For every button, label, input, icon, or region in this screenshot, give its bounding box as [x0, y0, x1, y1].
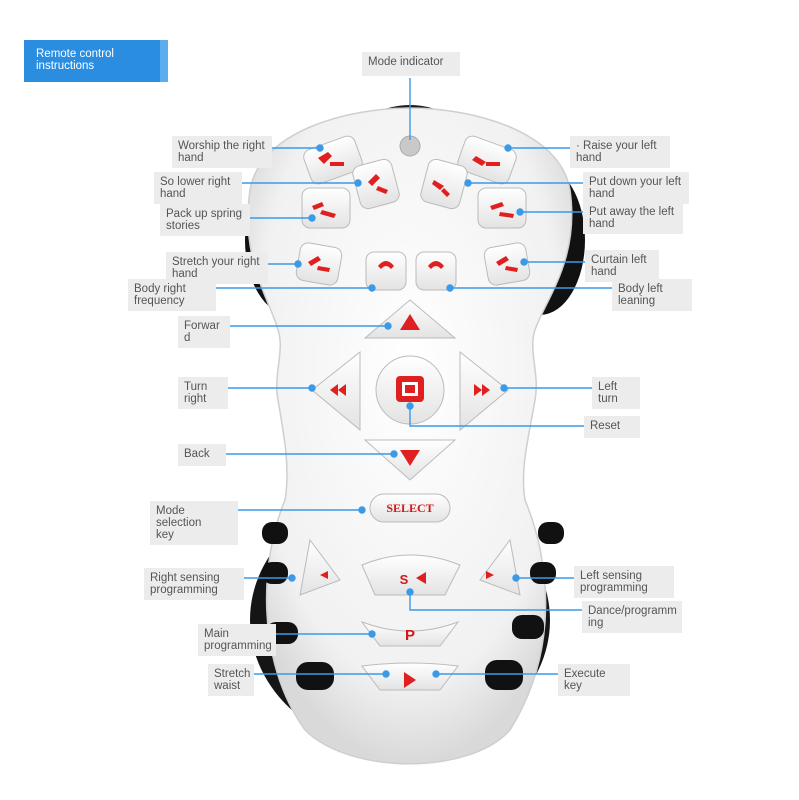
dpad-glyphs	[330, 314, 490, 466]
banner-line1: Remote control	[36, 48, 114, 60]
label-reset: Reset	[584, 416, 640, 438]
s-key-label: S	[400, 572, 409, 587]
label-back: Back	[178, 444, 226, 466]
program-glyphs	[320, 571, 494, 688]
banner-line2: instructions	[36, 60, 95, 72]
select-key-label: SELECT	[386, 501, 433, 515]
callout-lines	[216, 78, 612, 678]
instructions-banner: Remote control instructions	[24, 40, 168, 82]
p-key-label: P	[405, 627, 415, 644]
select-key[interactable]	[369, 493, 451, 523]
label-mode-indicator: Mode indicator	[362, 52, 460, 76]
arm-key-glyphs	[308, 152, 518, 272]
